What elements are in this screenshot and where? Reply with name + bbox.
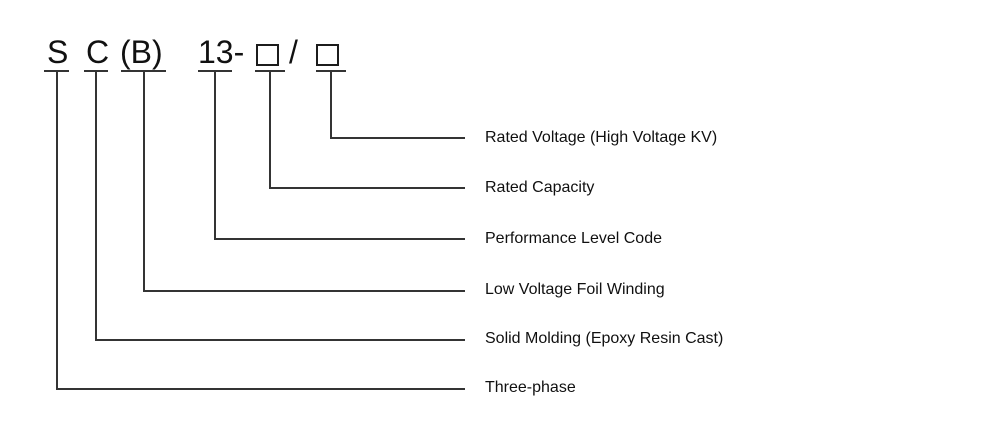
capacity-placeholder-box [256, 44, 279, 66]
voltage-placeholder-box [316, 44, 339, 66]
connector-molding-vertical [95, 72, 97, 341]
connector-winding-horizontal [143, 290, 465, 292]
label-rated-voltage: Rated Voltage (High Voltage KV) [485, 129, 718, 146]
code-segment-winding: (B) [120, 34, 163, 70]
code-segment-performance: 13- [198, 34, 245, 70]
underline-capacity [255, 70, 285, 72]
connector-capacity-vertical [269, 72, 271, 189]
connector-voltage-vertical [330, 72, 332, 139]
code-segment-slash: / [289, 34, 298, 70]
connector-performance-vertical [214, 72, 216, 240]
connector-performance-horizontal [214, 238, 465, 240]
code-segment-molding: C [86, 34, 110, 70]
connector-capacity-horizontal [269, 187, 465, 189]
label-low-voltage-foil: Low Voltage Foil Winding [485, 281, 665, 298]
code-segment-phase: S [47, 34, 69, 70]
connector-voltage-horizontal [330, 137, 465, 139]
underline-phase [44, 70, 69, 72]
connector-phase-horizontal [56, 388, 465, 390]
underline-performance [198, 70, 232, 72]
label-rated-capacity: Rated Capacity [485, 179, 595, 196]
label-solid-molding: Solid Molding (Epoxy Resin Cast) [485, 330, 724, 347]
connector-phase-vertical [56, 72, 58, 390]
label-performance-level: Performance Level Code [485, 230, 662, 247]
label-three-phase: Three-phase [485, 379, 576, 396]
connector-winding-vertical [143, 72, 145, 292]
underline-molding [84, 70, 108, 72]
underline-voltage [316, 70, 346, 72]
connector-molding-horizontal [95, 339, 465, 341]
underline-winding [121, 70, 166, 72]
